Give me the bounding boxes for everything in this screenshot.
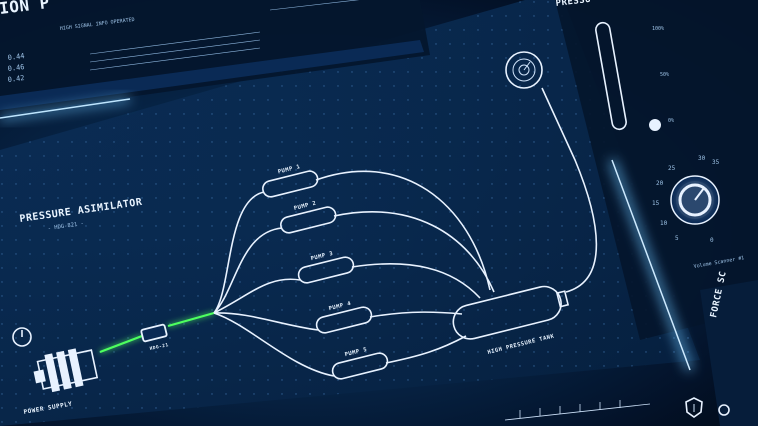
pump-2-label: PUMP 2 bbox=[293, 201, 317, 212]
dial-num-10: 10 bbox=[660, 220, 668, 227]
readout-3: 0.42 bbox=[7, 74, 25, 84]
pump-2[interactable]: PUMP 2 bbox=[277, 197, 337, 235]
tank-feed-lines bbox=[315, 170, 495, 364]
pump-4[interactable]: PUMP 4 bbox=[313, 297, 373, 335]
gauge-tick-50: 50% bbox=[660, 72, 669, 78]
tank-gauge-icon bbox=[505, 51, 543, 89]
right-panel: PRESSU 100% 50% 0% 30 35 25 20 15 10 5 0 bbox=[555, 0, 758, 426]
gauge-tick-0: 0% bbox=[668, 118, 674, 124]
gauge-tick-100: 100% bbox=[652, 26, 664, 32]
power-icon bbox=[12, 327, 32, 347]
dial-knob-icon[interactable] bbox=[670, 175, 720, 225]
pump-3-label: PUMP 3 bbox=[310, 251, 334, 262]
valve-label: HDG-21 bbox=[149, 342, 169, 352]
dial-num-5: 5 bbox=[675, 235, 679, 242]
branch-lines bbox=[213, 191, 335, 377]
readout-2: 0.46 bbox=[7, 63, 25, 73]
pressure-gauge-icon bbox=[595, 21, 661, 131]
readout-1: 0.44 bbox=[7, 52, 25, 62]
pump-5-label: PUMP 5 bbox=[344, 347, 368, 358]
header-graph bbox=[89, 0, 360, 71]
dial-num-20: 20 bbox=[656, 180, 664, 187]
shield-icon[interactable] bbox=[685, 397, 703, 418]
dial-num-15: 15 bbox=[652, 200, 660, 207]
dial-num-25: 25 bbox=[668, 165, 676, 172]
high-pressure-tank[interactable] bbox=[450, 281, 571, 342]
diagram-subtitle: - HDG-821 - bbox=[47, 221, 84, 232]
pump-1[interactable]: PUMP 1 bbox=[259, 161, 319, 199]
right-title: PRESSU bbox=[555, 0, 591, 9]
top-header-panel: ION P HIGH SIGNAL INFO OPERATED 0.44 0.4… bbox=[0, 0, 430, 120]
pump-3[interactable]: PUMP 3 bbox=[295, 247, 355, 285]
bottom-ruler bbox=[504, 400, 651, 421]
pump-4-label: PUMP 4 bbox=[328, 301, 352, 312]
action-dot-icon[interactable] bbox=[718, 404, 730, 416]
pump-1-label: PUMP 1 bbox=[277, 164, 301, 175]
engine-icon bbox=[33, 348, 99, 393]
tank-gauge-line bbox=[541, 87, 598, 293]
valve[interactable] bbox=[140, 323, 168, 343]
dial-num-35: 35 bbox=[712, 159, 720, 166]
dial-num-0: 0 bbox=[710, 237, 714, 244]
pump-5[interactable]: PUMP 5 bbox=[329, 343, 389, 381]
dial-num-30: 30 bbox=[698, 155, 706, 162]
